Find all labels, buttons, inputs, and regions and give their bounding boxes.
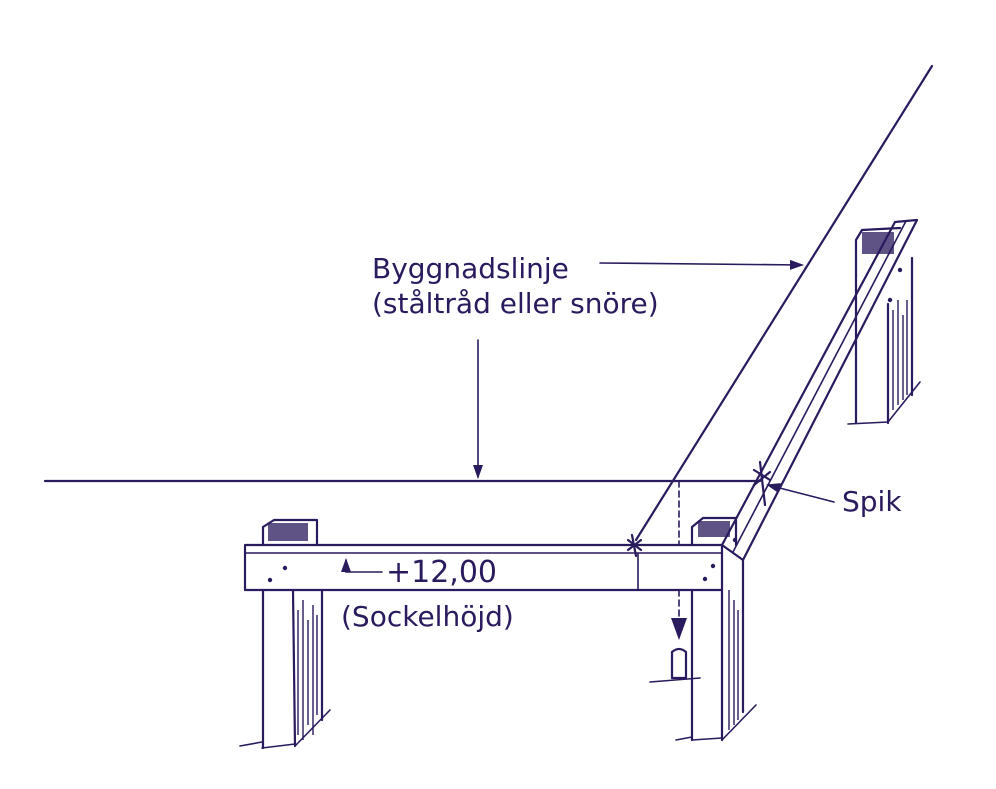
building-line-label: Byggnadslinje	[372, 252, 569, 285]
nail-leader-line	[766, 483, 835, 503]
building-line-arrow-right	[599, 259, 804, 270]
nail-label: Spik	[842, 485, 902, 518]
back-post	[847, 226, 921, 425]
building-line-diagonal	[634, 64, 934, 542]
height-value-label: +12,00	[386, 555, 498, 590]
nail-left	[626, 533, 643, 558]
diagonal-board	[720, 218, 919, 562]
left-post	[239, 518, 331, 750]
height-marker-arrow	[341, 558, 383, 573]
nail-right	[752, 460, 772, 507]
building-line-note: (ståltråd eller snöre)	[372, 287, 659, 320]
right-front-post	[675, 516, 757, 742]
plinth-height-label: (Sockelhöjd)	[341, 600, 514, 633]
